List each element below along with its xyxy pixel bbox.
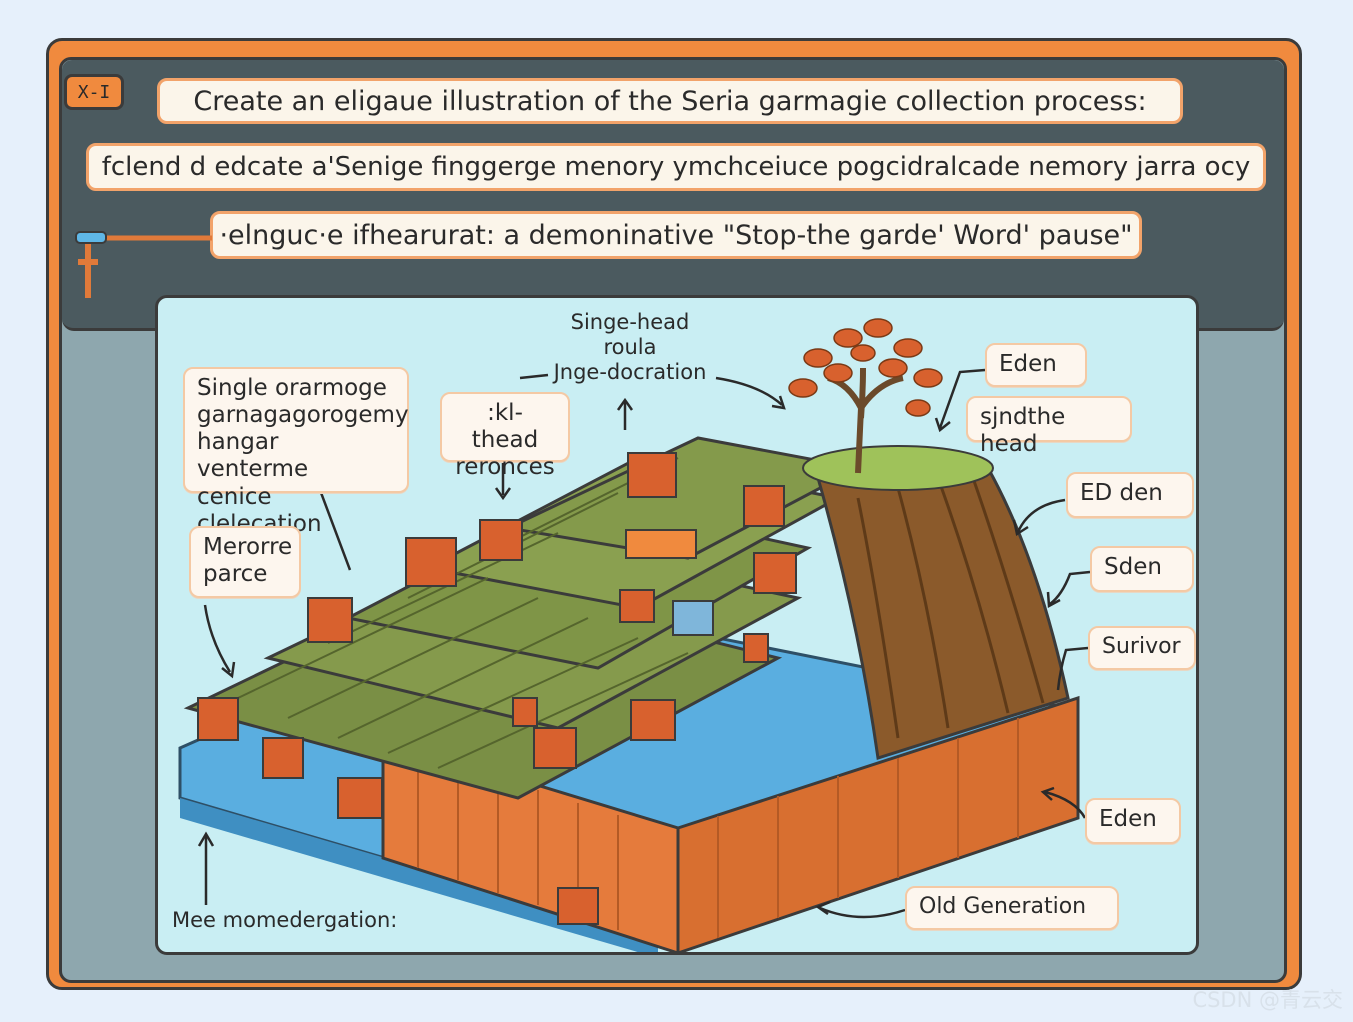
label-sjndthe-head: sjndthe head xyxy=(966,396,1132,457)
label-survivor: Surivor xyxy=(1088,626,1196,670)
label-kl-thead: :kl-thead reronces xyxy=(440,392,570,480)
window-tag: X-I xyxy=(64,74,124,110)
label-mee-momedergation: Mee momedergation: xyxy=(172,908,398,932)
title-line-1: Create an eligaue illustration of the Se… xyxy=(157,78,1183,124)
label-old-generation: Old Generation xyxy=(905,886,1119,930)
label-single-head: Singe-head roula Jnge-docration xyxy=(553,310,707,385)
label-eden-bottom: Eden xyxy=(1085,798,1181,844)
label-single-collection: Single orarmoge garnagagorogemy hangar v… xyxy=(183,367,409,537)
terrace-illustration xyxy=(178,318,1080,952)
watermark: CSDN @青云交 xyxy=(1192,988,1343,1012)
label-merorre: Merorre parce xyxy=(189,526,301,598)
label-sden: Sden xyxy=(1090,546,1194,592)
label-eden-top: Eden xyxy=(985,343,1087,387)
title-line-2: fclend d edcate a'Senige finggerge menor… xyxy=(86,143,1266,191)
label-ed-den: ED den xyxy=(1066,472,1194,518)
title-line-3: ·elnguc·e ifhearurat: a demoninative "St… xyxy=(210,211,1142,259)
